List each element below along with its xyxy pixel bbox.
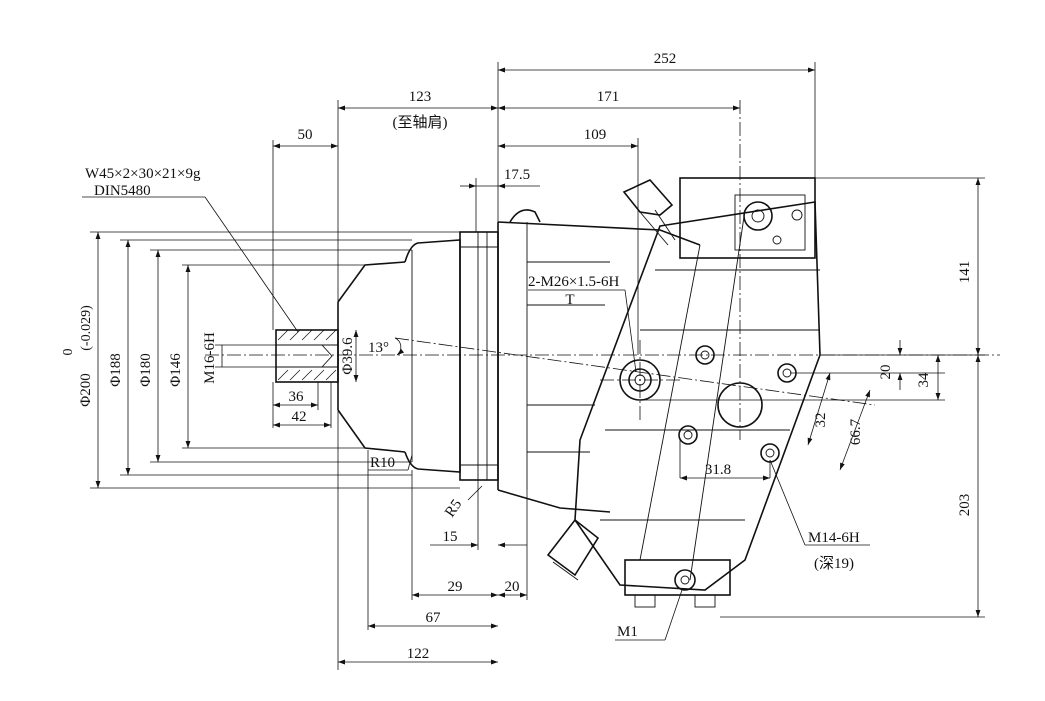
dim-34: 34 — [916, 372, 932, 388]
dim-17-5: 17.5 — [504, 167, 530, 183]
radius-r5: R5 — [442, 497, 465, 521]
dim-15: 15 — [443, 529, 458, 545]
port-thread-spec: 2-M26×1.5-6H — [528, 274, 620, 290]
dim-252: 252 — [654, 51, 677, 67]
radius-r10: R10 — [370, 455, 395, 471]
angle-13: 13° — [368, 340, 389, 356]
leader-lines — [82, 196, 870, 641]
dimension-lines — [95, 67, 981, 665]
dia-39-6: Φ39.6 — [340, 337, 356, 375]
dim-50: 50 — [298, 127, 313, 143]
dim-141: 141 — [957, 261, 973, 284]
extension-lines — [90, 62, 985, 670]
dia-200: Φ200 — [78, 373, 94, 406]
dim-36: 36 — [289, 389, 305, 405]
dim-20-bottom: 20 — [505, 579, 520, 595]
dim-123: 123 — [409, 89, 432, 105]
spline-spec: W45×2×30×21×9g — [85, 166, 201, 182]
dia-188: Φ188 — [108, 353, 124, 386]
motor-housing — [497, 221, 701, 513]
m14-depth: (深19) — [814, 555, 854, 572]
dim-171: 171 — [597, 89, 620, 105]
thread-m16: M16-6H — [202, 332, 218, 384]
dim-66-7: 66.7 — [848, 418, 864, 445]
dia-180: Φ180 — [138, 353, 154, 386]
dia-200-tol-upper: 0 — [61, 349, 76, 356]
dim-31-8: 31.8 — [705, 462, 731, 478]
dim-32: 32 — [813, 413, 829, 428]
m14-thread-spec: M14-6H — [808, 530, 860, 546]
dimension-texts: 252 123 (至轴肩) 171 109 50 17.5 141 20 34 … — [61, 51, 973, 662]
dim-67: 67 — [426, 610, 442, 626]
port-m1: M1 — [617, 624, 638, 640]
callout-texts: W45×2×30×21×9g DIN5480 2-M26×1.5-6H T M1… — [85, 166, 860, 640]
shaft-hatching — [277, 329, 337, 381]
dim-109: 109 — [584, 127, 607, 143]
dia-200-tol-lower: (-0.029) — [79, 305, 94, 351]
dim-122: 122 — [407, 646, 430, 662]
dim-20-right: 20 — [878, 365, 894, 380]
dim-42: 42 — [292, 409, 307, 425]
dim-203: 203 — [957, 494, 973, 517]
dim-123-note: (至轴肩) — [393, 114, 448, 131]
port-label-t: T — [565, 292, 574, 308]
valve-block — [546, 100, 821, 608]
dia-146: Φ146 — [168, 353, 184, 387]
dim-29: 29 — [448, 579, 463, 595]
spline-standard: DIN5480 — [94, 183, 151, 199]
shaft-spline — [275, 329, 339, 383]
